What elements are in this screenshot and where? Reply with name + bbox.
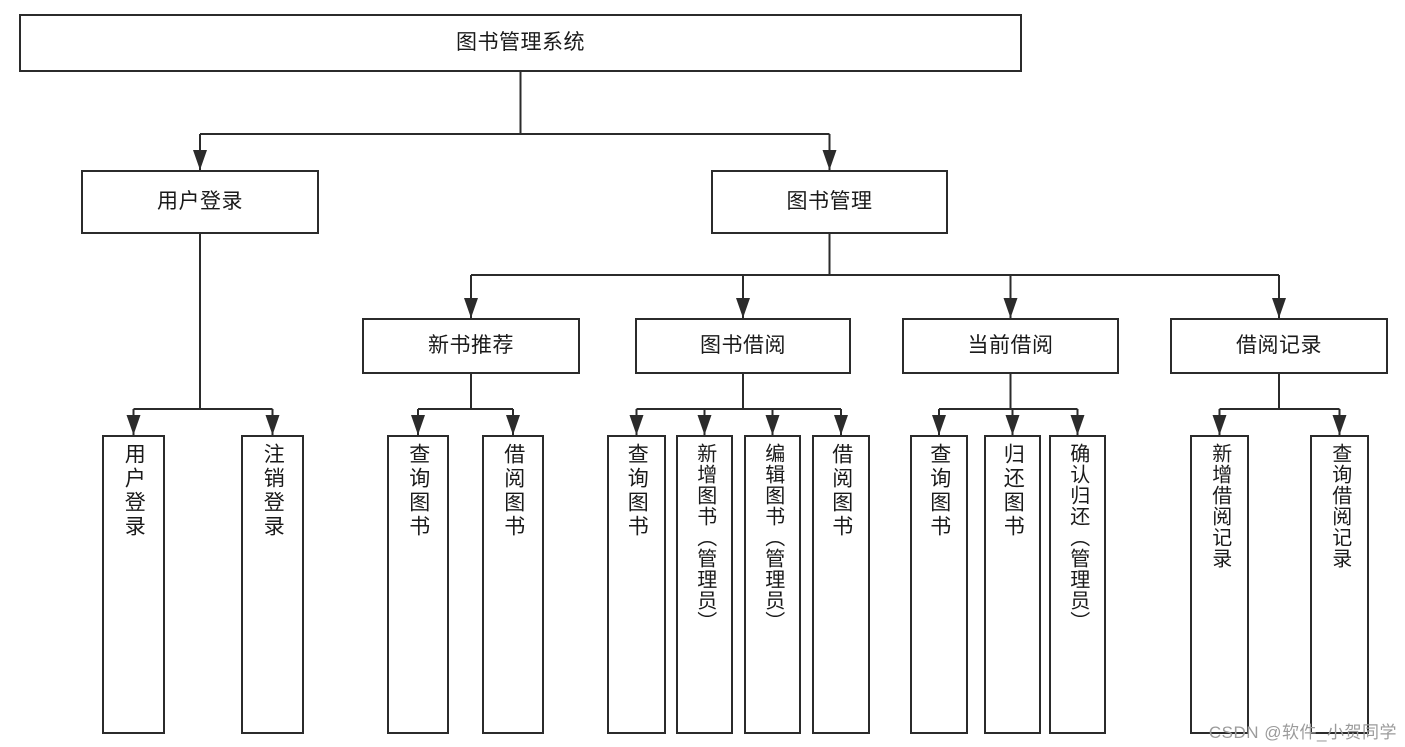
node-label: 新书推荐 bbox=[428, 334, 514, 358]
node-label: 借阅记录 bbox=[1236, 334, 1322, 358]
node-label: 当前借阅 bbox=[967, 334, 1054, 358]
node-record[interactable]: 借阅记录 bbox=[1170, 318, 1388, 374]
node-leaf8[interactable]: 借阅图书 bbox=[812, 435, 870, 734]
node-leaf12[interactable]: 新增借阅记录 bbox=[1190, 435, 1249, 734]
node-leaf4[interactable]: 借阅图书 bbox=[482, 435, 544, 734]
edge-arrowhead bbox=[1070, 415, 1085, 435]
edge-arrowhead bbox=[1332, 415, 1347, 435]
node-newbook[interactable]: 新书推荐 bbox=[362, 318, 580, 374]
node-leaf5[interactable]: 查询图书 bbox=[607, 435, 666, 734]
node-label: 编辑图书（管理员） bbox=[761, 443, 784, 632]
node-leaf11[interactable]: 确认归还（管理员） bbox=[1049, 435, 1106, 734]
node-label: 归还图书 bbox=[1001, 443, 1025, 539]
node-label: 借阅图书 bbox=[829, 443, 853, 539]
edge-arrowhead bbox=[697, 415, 712, 435]
node-leaf10[interactable]: 归还图书 bbox=[984, 435, 1041, 734]
edge-arrowhead bbox=[1003, 298, 1018, 318]
edge-arrowhead bbox=[265, 415, 280, 435]
node-leaf2[interactable]: 注销登录 bbox=[241, 435, 304, 734]
edge-arrowhead bbox=[932, 415, 946, 435]
edge-arrowhead bbox=[629, 415, 644, 435]
node-label: 新增借阅记录 bbox=[1208, 443, 1231, 569]
node-label: 新增图书（管理员） bbox=[693, 443, 716, 632]
edge-arrowhead bbox=[126, 415, 141, 435]
node-label: 图书管理系统 bbox=[456, 31, 585, 55]
edge-arrowhead bbox=[1272, 298, 1286, 318]
node-leaf1[interactable]: 用户登录 bbox=[102, 435, 165, 734]
edge-arrowhead bbox=[411, 415, 425, 435]
edge-arrowhead bbox=[193, 150, 207, 170]
node-leaf13[interactable]: 查询借阅记录 bbox=[1310, 435, 1369, 734]
node-root[interactable]: 图书管理系统 bbox=[19, 14, 1022, 72]
node-leaf9[interactable]: 查询图书 bbox=[910, 435, 968, 734]
edge-arrowhead bbox=[736, 298, 750, 318]
watermark-text: CSDN @软件_小贺同学 bbox=[1208, 723, 1397, 742]
edge-arrowhead bbox=[822, 150, 837, 170]
node-label: 图书借阅 bbox=[700, 334, 786, 358]
node-label: 图书管理 bbox=[786, 190, 873, 214]
edge-arrowhead bbox=[1005, 415, 1020, 435]
node-label: 注销登录 bbox=[261, 443, 285, 539]
edge-arrowhead bbox=[834, 415, 848, 435]
node-label: 确认归还（管理员） bbox=[1066, 443, 1089, 632]
node-label: 借阅图书 bbox=[501, 443, 525, 539]
node-label: 查询图书 bbox=[406, 443, 430, 539]
edge-arrowhead bbox=[506, 415, 520, 435]
edge-arrowhead bbox=[1212, 415, 1227, 435]
node-label: 用户登录 bbox=[157, 190, 243, 214]
node-leaf3[interactable]: 查询图书 bbox=[387, 435, 449, 734]
node-login[interactable]: 用户登录 bbox=[81, 170, 319, 234]
edge-arrowhead bbox=[765, 415, 780, 435]
node-borrow[interactable]: 图书借阅 bbox=[635, 318, 851, 374]
node-leaf6[interactable]: 新增图书（管理员） bbox=[676, 435, 733, 734]
node-bookmgmt[interactable]: 图书管理 bbox=[711, 170, 948, 234]
node-label: 用户登录 bbox=[122, 443, 146, 539]
node-label: 查询图书 bbox=[625, 443, 649, 539]
node-leaf7[interactable]: 编辑图书（管理员） bbox=[744, 435, 801, 734]
edge-arrowhead bbox=[464, 298, 478, 318]
node-label: 查询借阅记录 bbox=[1328, 443, 1351, 569]
node-label: 查询图书 bbox=[927, 443, 951, 539]
node-current[interactable]: 当前借阅 bbox=[902, 318, 1119, 374]
